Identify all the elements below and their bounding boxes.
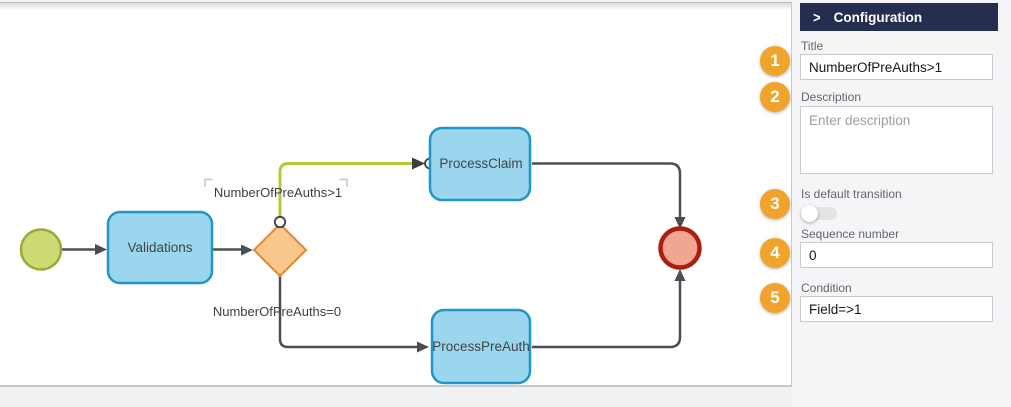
node-start-event[interactable] xyxy=(19,228,63,271)
sequence-number-input[interactable] xyxy=(800,242,993,268)
toggle-knob xyxy=(801,205,818,222)
annotation-badge-4: 4 xyxy=(760,238,790,268)
edge-start-validations[interactable] xyxy=(62,244,107,255)
arrowhead-icon xyxy=(674,269,686,281)
description-label: Description xyxy=(801,90,862,104)
title-label: Title xyxy=(801,39,824,53)
chevron-right-icon[interactable]: > xyxy=(813,8,821,26)
node-exclusive-gateway[interactable] xyxy=(252,215,308,278)
is-default-transition-label: Is default transition xyxy=(801,187,902,201)
node-task-processpreauth[interactable]: ProcessPreAuth xyxy=(430,308,532,385)
configuration-panel: > Configuration Title Description Is def… xyxy=(792,0,1011,407)
title-input[interactable] xyxy=(800,54,993,80)
annotation-badge-3: 3 xyxy=(760,189,790,219)
svg-text:ProcessPreAuth: ProcessPreAuth xyxy=(432,339,530,354)
node-end-event[interactable] xyxy=(658,226,702,270)
configuration-panel-header[interactable]: > Configuration xyxy=(800,3,998,31)
selection-corner-icon xyxy=(339,178,348,187)
arrowhead-icon xyxy=(412,157,425,170)
svg-text:Validations: Validations xyxy=(127,240,192,255)
annotation-badge-5: 5 xyxy=(760,283,790,313)
selection-corner-icon xyxy=(204,178,213,187)
node-task-processclaim[interactable]: ProcessClaim xyxy=(428,126,532,202)
edge-processclaim-end[interactable] xyxy=(532,162,686,230)
svg-text:NumberOfPreAuths>1: NumberOfPreAuths>1 xyxy=(214,185,342,200)
bpmn-diagram: NumberOfPreAuths>1 NumberOfPreAuths=0 Va… xyxy=(19,126,702,385)
edge-label-selected[interactable]: NumberOfPreAuths>1 xyxy=(204,178,348,201)
description-textarea[interactable] xyxy=(800,106,993,174)
sequence-number-label: Sequence number xyxy=(801,227,900,241)
annotation-badge-1: 1 xyxy=(760,46,790,76)
edge-validations-gateway[interactable] xyxy=(213,244,253,256)
edge-processpreauth-end[interactable] xyxy=(532,269,686,349)
condition-input[interactable] xyxy=(800,296,993,322)
svg-text:ProcessClaim: ProcessClaim xyxy=(439,156,522,171)
arrowhead-icon xyxy=(95,244,107,255)
panel-title: Configuration xyxy=(833,9,923,25)
workflow-canvas[interactable]: NumberOfPreAuths>1 NumberOfPreAuths=0 Va… xyxy=(0,2,792,387)
connection-point[interactable] xyxy=(273,215,287,229)
arrowhead-icon xyxy=(674,217,686,229)
node-task-validations[interactable]: Validations xyxy=(106,210,214,285)
arrowhead-icon xyxy=(417,341,429,353)
is-default-transition-toggle[interactable] xyxy=(801,205,837,222)
svg-text:NumberOfPreAuths=0: NumberOfPreAuths=0 xyxy=(213,304,341,319)
condition-label: Condition xyxy=(801,281,852,295)
annotation-badge-2: 2 xyxy=(760,82,790,112)
edge-gateway-processpreauth[interactable]: NumberOfPreAuths=0 xyxy=(213,276,429,353)
arrowhead-icon xyxy=(241,244,253,256)
